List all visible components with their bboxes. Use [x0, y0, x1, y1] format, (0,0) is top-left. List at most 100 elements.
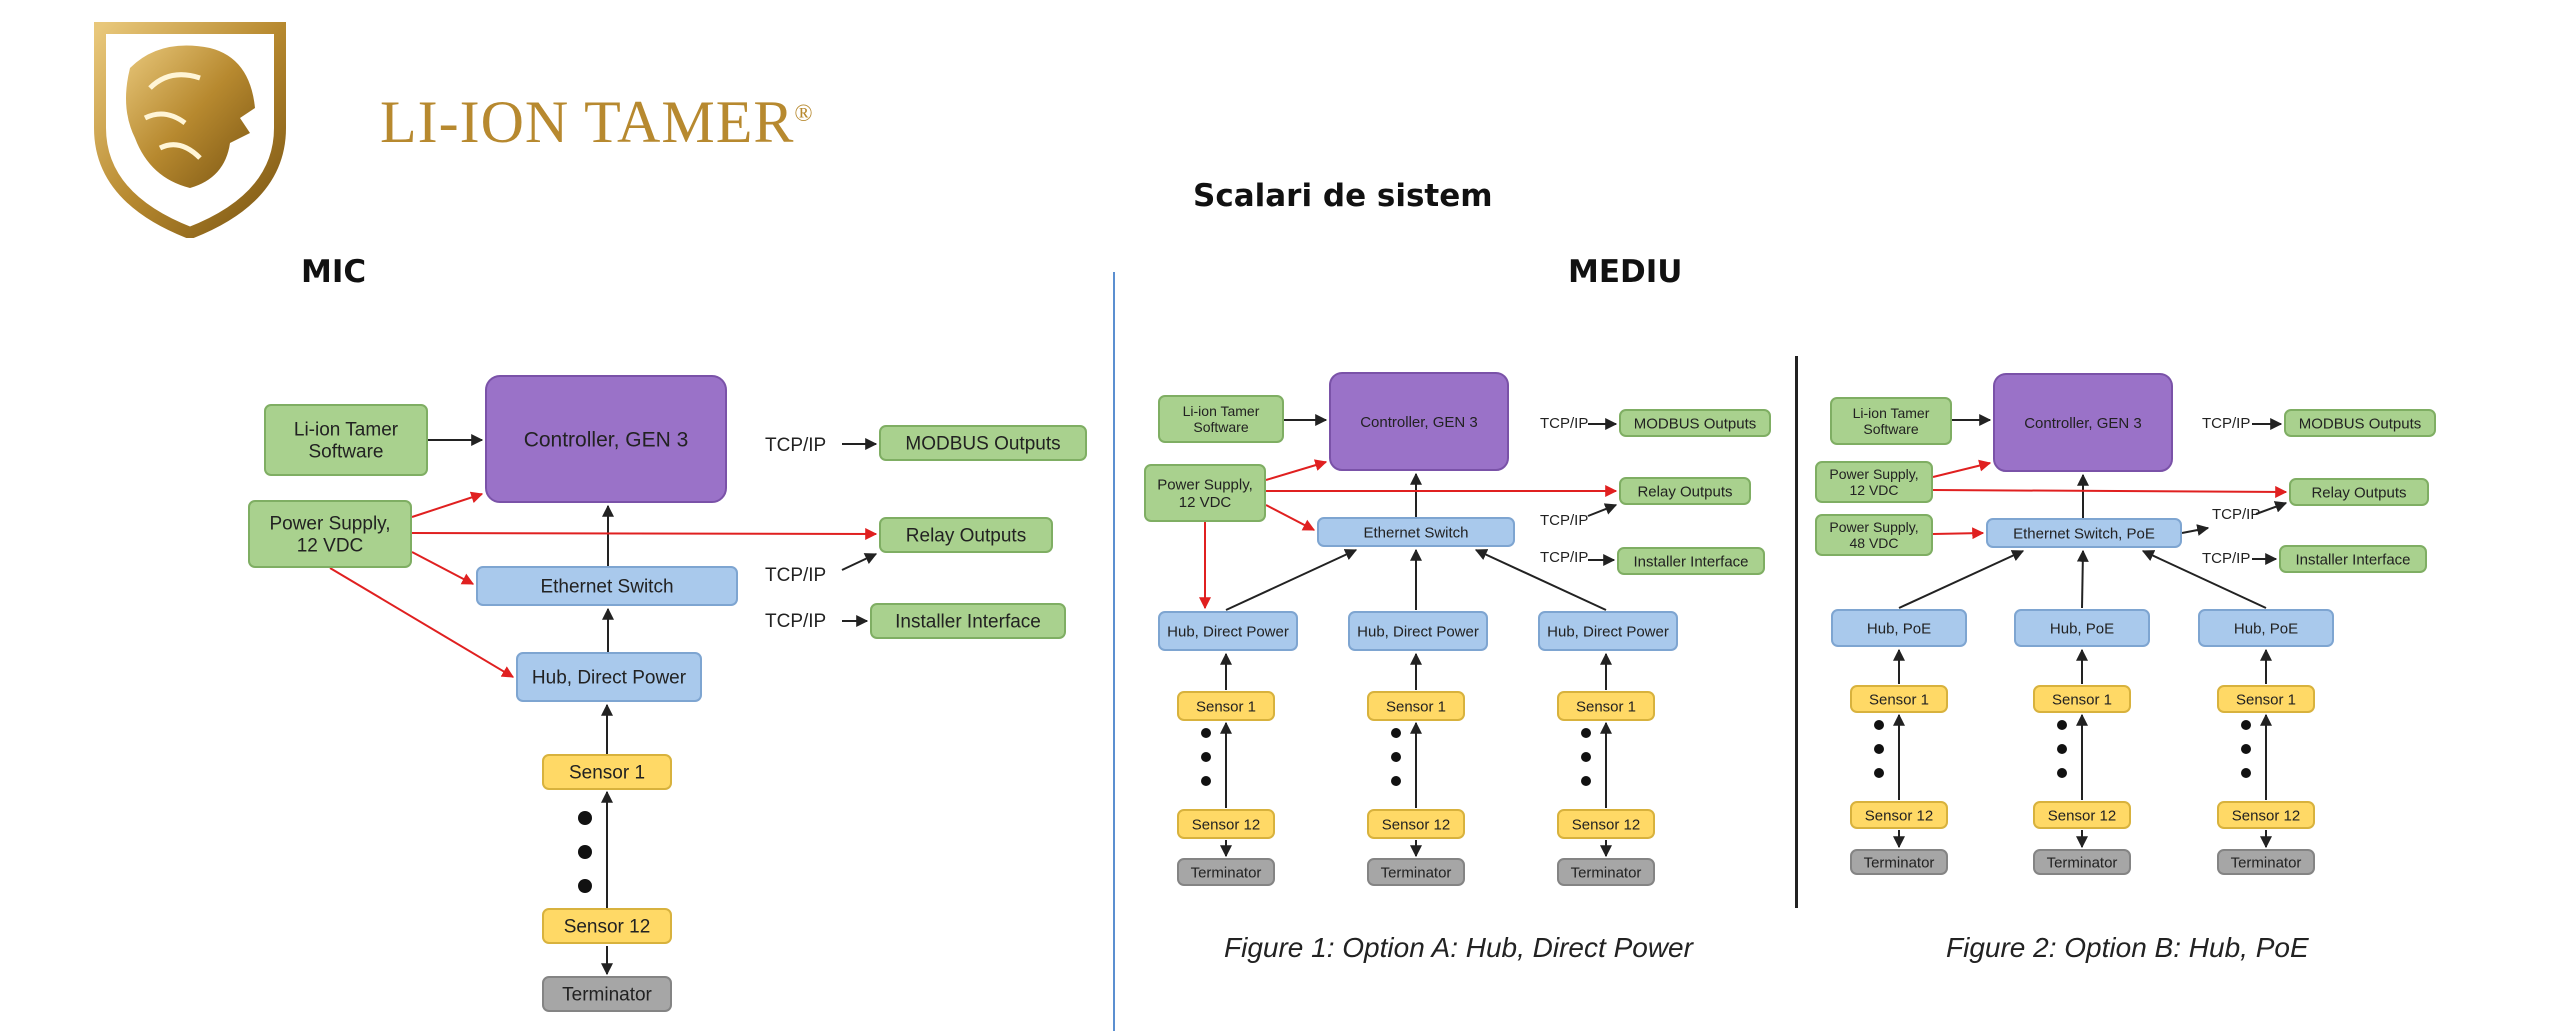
sensor-12-box: Sensor 12 [542, 908, 672, 944]
svg-text:Hub, PoE: Hub, PoE [1867, 620, 1931, 637]
page-title: Scalari de sistem [1193, 178, 1493, 214]
ellipsis-dot-2 [1201, 752, 1211, 762]
svg-text:MODBUS Outputs: MODBUS Outputs [1634, 415, 1757, 432]
svg-text:Sensor 1: Sensor 1 [569, 763, 645, 784]
svg-text:Terminator: Terminator [2231, 854, 2302, 871]
figure-divider [1795, 356, 1798, 908]
svg-text:Sensor 1: Sensor 1 [1196, 698, 1256, 715]
power-arrow-switch [411, 551, 475, 585]
svg-text:Sensor 12: Sensor 12 [2048, 807, 2116, 824]
controller-box: Controller, GEN 3 [1993, 373, 2173, 472]
power-arrow-controller [1932, 459, 1992, 478]
svg-text:Sensor 1: Sensor 1 [2236, 691, 2296, 708]
sensor-1-box: Sensor 1 [1850, 685, 1948, 713]
svg-text:Power Supply,12 VDC: Power Supply,12 VDC [269, 514, 390, 557]
svg-text:Sensor 1: Sensor 1 [1576, 698, 1636, 715]
ellipsis-dot-1 [1581, 728, 1591, 738]
ellipsis-dot-2 [1391, 752, 1401, 762]
svg-text:Sensor 12: Sensor 12 [1192, 816, 1260, 833]
tcpip-label: TCP/IP [1540, 512, 1588, 529]
ellipsis-dot-2 [1874, 744, 1884, 754]
svg-text:Sensor 12: Sensor 12 [564, 917, 651, 938]
relay-outputs-box: Relay Outputs [879, 517, 1053, 553]
ellipsis-dot-2 [2241, 744, 2251, 754]
controller-box: Controller, GEN 3 [1329, 372, 1509, 471]
ellipsis-dot-2 [2057, 744, 2067, 754]
power-supply-box: Power Supply,12 VDC [248, 500, 412, 568]
relay-outputs-box: Relay Outputs [2289, 478, 2429, 506]
svg-text:Controller, GEN 3: Controller, GEN 3 [524, 428, 689, 451]
svg-text:Power Supply,12 VDC: Power Supply,12 VDC [1829, 466, 1918, 498]
ellipsis-dot-1 [1874, 720, 1884, 730]
ellipsis-dot-3 [1201, 776, 1211, 786]
power-arrow-relay [1932, 485, 2288, 498]
svg-text:Controller, GEN 3: Controller, GEN 3 [2024, 415, 2142, 432]
sensor-12-box: Sensor 12 [1557, 809, 1655, 839]
svg-text:Ethernet Switch, PoE: Ethernet Switch, PoE [2013, 525, 2155, 542]
power-arrow-switch [1932, 527, 1985, 540]
ellipsis-dot-1 [578, 811, 592, 825]
arrow-tcpip-relay [2255, 501, 2288, 515]
brand-name: LI-ION TAMER® [380, 89, 814, 155]
svg-text:Sensor 12: Sensor 12 [1382, 816, 1450, 833]
svg-text:Installer Interface: Installer Interface [895, 612, 1041, 633]
arrow-hub-switch [2141, 550, 2267, 609]
sensor-12-box: Sensor 12 [1850, 801, 1948, 829]
installer-interface-box: Installer Interface [2279, 545, 2427, 573]
hub-box: Hub, Direct Power [1348, 611, 1488, 651]
svg-text:Ethernet Switch: Ethernet Switch [1363, 524, 1468, 541]
hub-box: Hub, Direct Power [516, 652, 702, 702]
svg-text:Installer Interface: Installer Interface [2295, 551, 2410, 568]
terminator-box: Terminator [542, 976, 672, 1012]
ellipsis-dot-2 [1581, 752, 1591, 762]
hub-box: Hub, Direct Power [1538, 611, 1678, 651]
svg-text:Terminator: Terminator [2047, 854, 2118, 871]
svg-text:Hub, Direct Power: Hub, Direct Power [1167, 623, 1289, 640]
ellipsis-dot-3 [2241, 768, 2251, 778]
svg-text:Controller, GEN 3: Controller, GEN 3 [1360, 414, 1478, 431]
terminator-box: Terminator [2033, 849, 2131, 875]
svg-text:Power Supply,48 VDC: Power Supply,48 VDC [1829, 519, 1918, 551]
svg-text:Relay Outputs: Relay Outputs [1637, 483, 1732, 500]
sensor-1-box: Sensor 1 [2033, 685, 2131, 713]
modbus-outputs-box: MODBUS Outputs [1619, 409, 1771, 437]
sensor-12-box: Sensor 12 [2033, 801, 2131, 829]
svg-text:Terminator: Terminator [1381, 864, 1452, 881]
svg-text:Sensor 1: Sensor 1 [1386, 698, 1446, 715]
section-medium-title: MEDIU [1568, 254, 1683, 290]
terminator-box: Terminator [1367, 858, 1465, 886]
figure-1-caption: Figure 1: Option A: Hub, Direct Power [1224, 932, 1693, 963]
svg-text:MODBUS Outputs: MODBUS Outputs [2299, 415, 2422, 432]
ellipsis-dot-1 [2241, 720, 2251, 730]
power-supply-box: Power Supply,12 VDC [1815, 461, 1933, 503]
ellipsis-dot-2 [578, 845, 592, 859]
ethernet-switch-box: Ethernet Switch, PoE [1986, 518, 2182, 548]
sensor-1-box: Sensor 1 [2217, 685, 2315, 713]
svg-text:Hub, Direct Power: Hub, Direct Power [1547, 623, 1669, 640]
svg-text:Power Supply,12 VDC: Power Supply,12 VDC [1157, 477, 1253, 511]
hub-box: Hub, PoE [2014, 609, 2150, 647]
power-supply-box: Power Supply,48 VDC [1815, 514, 1933, 556]
svg-text:Sensor 1: Sensor 1 [2052, 691, 2112, 708]
svg-text:Terminator: Terminator [562, 985, 652, 1006]
svg-text:Terminator: Terminator [1191, 864, 1262, 881]
ethernet-switch-box: Ethernet Switch [1317, 517, 1515, 547]
svg-text:Sensor 12: Sensor 12 [2232, 807, 2300, 824]
sensor-1-box: Sensor 1 [542, 754, 672, 790]
power-arrow-switch [1265, 504, 1316, 531]
hub-box: Hub, PoE [1831, 609, 1967, 647]
svg-text:Relay Outputs: Relay Outputs [906, 526, 1026, 547]
terminator-box: Terminator [1177, 858, 1275, 886]
arrow-hub-switch [1898, 550, 2025, 609]
svg-text:Hub, PoE: Hub, PoE [2050, 620, 2114, 637]
svg-text:Sensor 12: Sensor 12 [1572, 816, 1640, 833]
sensor-1-box: Sensor 1 [1177, 691, 1275, 721]
ellipsis-dot-3 [2057, 768, 2067, 778]
installer-interface-box: Installer Interface [870, 603, 1066, 639]
hub-box: Hub, PoE [2198, 609, 2334, 647]
tcpip-label: TCP/IP [2202, 550, 2250, 567]
